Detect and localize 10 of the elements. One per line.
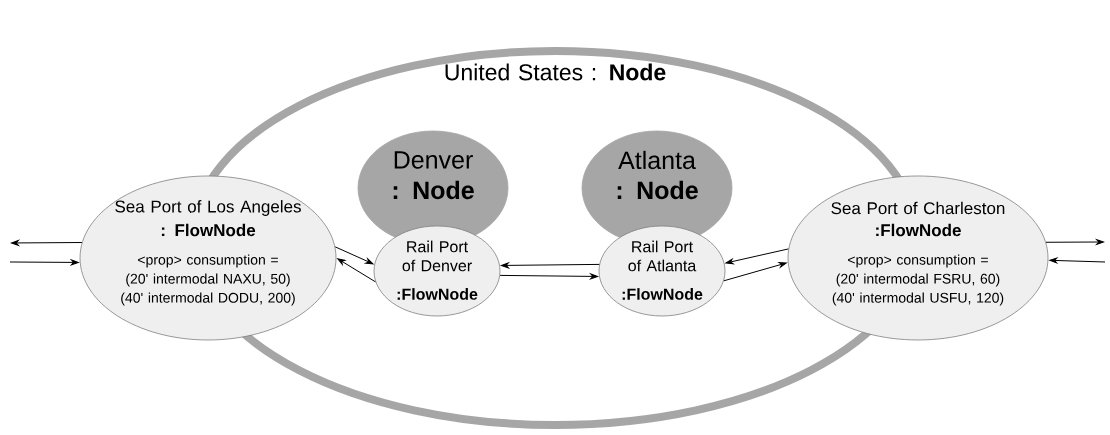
arrow bbox=[500, 262, 600, 269]
arrow bbox=[725, 248, 789, 265]
arrow bbox=[334, 246, 374, 265]
arrow bbox=[499, 273, 599, 280]
arrow bbox=[1045, 239, 1104, 245]
arrow bbox=[9, 259, 79, 266]
arrow bbox=[1049, 257, 1106, 264]
arrow bbox=[11, 240, 83, 246]
arrow bbox=[723, 262, 787, 282]
arrow bbox=[337, 258, 376, 283]
